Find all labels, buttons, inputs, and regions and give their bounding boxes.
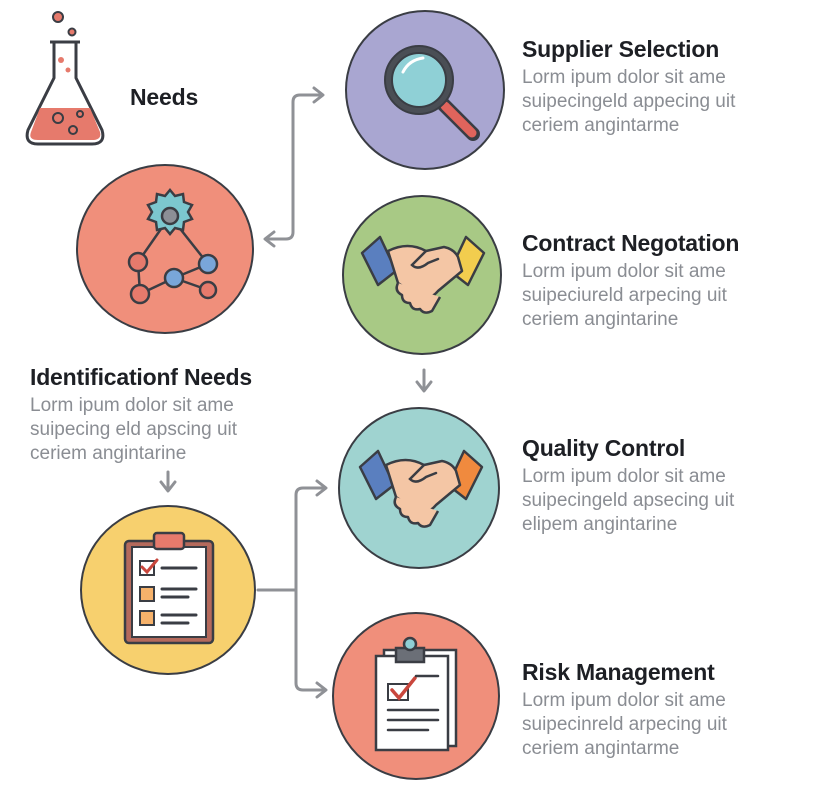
- risk-circle: [332, 612, 500, 780]
- arrowhead-risk: [315, 681, 328, 699]
- arrowhead-clipboard: [159, 480, 177, 493]
- identification-desc: Lorm ipum dolor sit ame suipecing eld ap…: [30, 395, 238, 464]
- arrowhead-quality: [415, 380, 433, 393]
- contract-desc: Lorm ipum dolor sit ame suipeciureld arp…: [522, 261, 727, 330]
- handshake-icon: [360, 235, 486, 314]
- identification-title: Identificationf Needs: [30, 364, 252, 390]
- contract-circle: [342, 195, 502, 355]
- needs-circle: [76, 164, 254, 334]
- arrowhead-supplier: [312, 86, 325, 104]
- arrowhead-quality-right: [315, 479, 328, 497]
- contract-title: Contract Negotation: [522, 230, 740, 256]
- gear-network-icon: [127, 188, 219, 305]
- connector-branch-quality-risk: [294, 486, 327, 692]
- arrowhead-needs: [263, 230, 276, 248]
- connector-supplier-needs: [264, 93, 324, 241]
- document-check-icon: [374, 636, 458, 752]
- risk-desc: Lorm ipum dolor sit ame suipecinreld arp…: [522, 690, 727, 759]
- clipboard-checklist-icon: [123, 531, 215, 645]
- flask-icon: [25, 11, 105, 146]
- identification-circle: [80, 505, 256, 675]
- quality-desc: Lorm ipum dolor sit ame suipecingeld aps…: [522, 466, 735, 535]
- handshake-icon: [358, 449, 484, 528]
- supplier-circle: [345, 10, 505, 170]
- risk-title: Risk Management: [522, 659, 715, 685]
- quality-circle: [338, 407, 500, 569]
- supplier-desc: Lorm ipum dolor sit ame suipecingeld app…: [522, 67, 736, 136]
- magnifying-glass-icon: [384, 45, 480, 141]
- supplier-title: Supplier Selection: [522, 36, 720, 62]
- quality-title: Quality Control: [522, 435, 686, 461]
- needs-title: Needs: [130, 84, 199, 110]
